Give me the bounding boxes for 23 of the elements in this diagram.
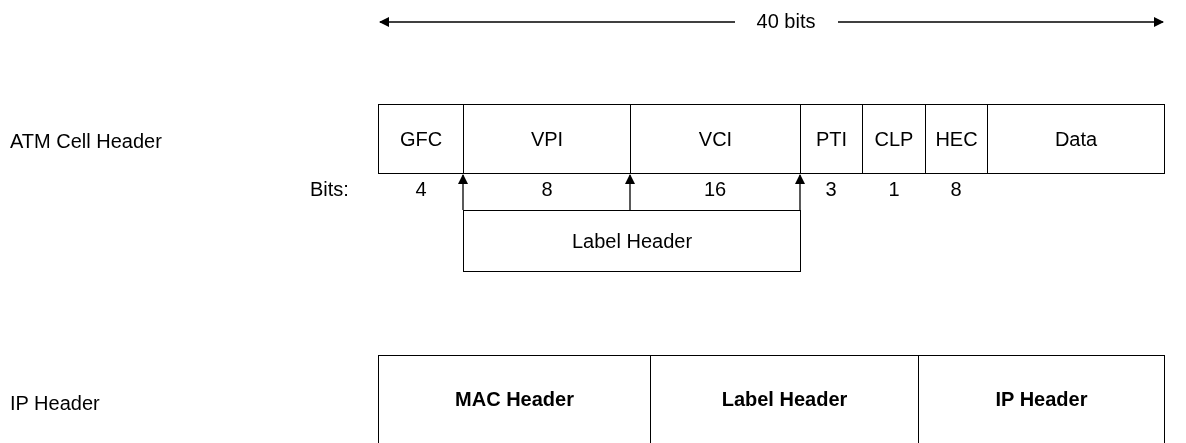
bits-label: Bits: [310,178,349,201]
header-field: Data [987,104,1165,174]
bit-count: 8 [950,178,962,201]
header-field: PTI [800,104,863,174]
arrow [458,174,468,211]
header-field: MAC Header [378,355,651,443]
label-header-box: Label Header [463,210,801,272]
dimension-label: 40 bits [756,10,816,33]
bit-count: 16 [703,178,727,201]
bit-count: 8 [541,178,553,201]
bit-count: 3 [825,178,837,201]
arrow [625,174,635,211]
header-field: HEC [925,104,988,174]
header-field: VPI [463,104,631,174]
bit-count: 1 [888,178,900,201]
arrow [795,174,805,211]
row-label: IP Header [10,392,100,415]
row-label: ATM Cell Header [10,130,162,153]
header-field: VCI [630,104,801,174]
bit-count: 4 [415,178,427,201]
header-field: IP Header [918,355,1165,443]
header-field: CLP [862,104,926,174]
header-field: GFC [378,104,464,174]
